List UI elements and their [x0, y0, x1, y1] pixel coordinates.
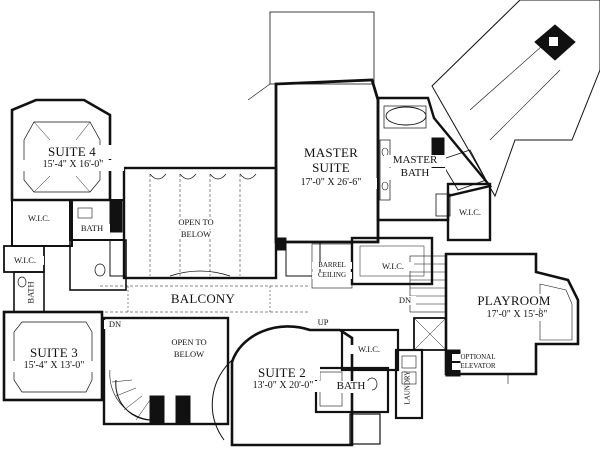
balcony-label: BALCONY — [160, 292, 246, 306]
suite2-walls — [211, 325, 354, 447]
open-to-below-bottom-line1: OPEN TO — [158, 338, 220, 347]
optional-elevator-line2: ELEVATOR — [452, 362, 504, 371]
barrel-ceiling-line2: CEILING — [312, 271, 352, 280]
suite2-size: 13'-0" X 20'-0" — [236, 380, 330, 392]
bath-left-vertical-label: BATH — [25, 281, 36, 304]
master-bath-name-line1: MASTER — [384, 154, 446, 167]
stair-up-label: UP — [312, 318, 334, 327]
suite3-name: SUITE 3 — [18, 346, 90, 360]
bath-suite2-label: BATH — [330, 380, 372, 393]
open-to-below-bottom-line2: BELOW — [158, 350, 220, 359]
master-suite-name-line1: MASTER — [290, 146, 372, 160]
master-suite-size: 17'-0" X 26'-6" — [285, 177, 377, 189]
stair-dn-left-label: DN — [104, 320, 126, 329]
laundry-label: LAUNDRY — [403, 370, 412, 405]
suite3-size: 15'-4" X 13'-0" — [10, 360, 98, 372]
playroom-walls — [444, 252, 580, 384]
roof-outline — [431, 0, 600, 198]
bath-suite4-label: BATH — [74, 224, 110, 233]
open-to-below-bottom — [102, 316, 230, 426]
open-to-below-top-line1: OPEN TO — [165, 218, 227, 227]
stair-dn-center-label: DN — [394, 296, 416, 305]
roof-top-center — [269, 11, 375, 85]
playroom-size: 17'-0" X 15'-8" — [470, 309, 564, 321]
open-to-below-top-line2: BELOW — [165, 230, 227, 239]
suite3-walls — [2, 310, 104, 402]
playroom-name: PLAYROOM — [466, 294, 562, 308]
master-suite-name-line2: SUITE — [290, 161, 372, 175]
master-bath-name-line2: BATH — [384, 167, 446, 180]
wic-suite4-label: W.I.C. — [18, 214, 60, 223]
wic-suite2-label: W.I.C. — [350, 345, 388, 354]
wic-center-label: W.I.C. — [372, 262, 414, 271]
optional-elevator-line1: OPTIONAL — [452, 353, 504, 362]
suite2-name: SUITE 2 — [244, 366, 320, 380]
barrel-ceiling-line1: BARREL — [312, 261, 352, 270]
wic-master-bath-label: W.I.C. — [452, 208, 488, 217]
suite4-size: 15'-4" X 16'-0" — [22, 159, 124, 171]
suite4-name: SUITE 4 — [30, 145, 114, 159]
balcony-area — [100, 285, 310, 313]
wic-left-low-label: W.I.C. — [6, 256, 44, 265]
